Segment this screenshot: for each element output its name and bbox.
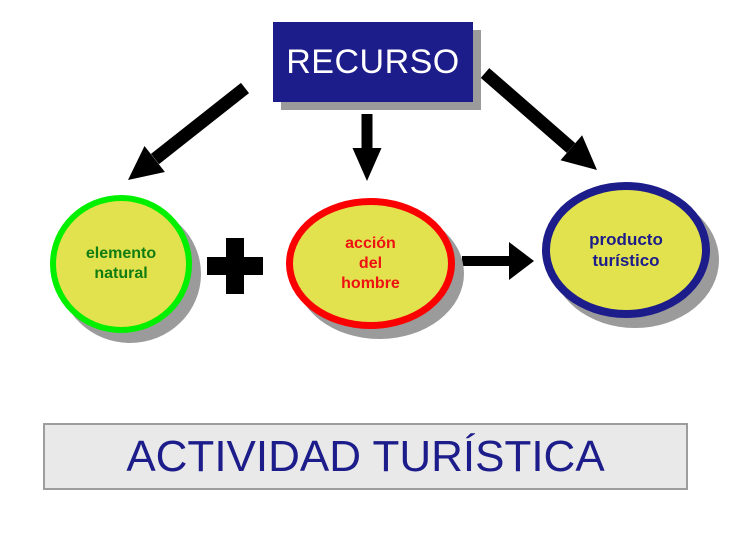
actividad-turistica-banner: ACTIVIDAD TURÍSTICA bbox=[43, 423, 688, 490]
arrow-down-icon bbox=[352, 114, 382, 181]
banner-label: ACTIVIDAD TURÍSTICA bbox=[126, 431, 605, 481]
arrow-right-icon bbox=[462, 242, 534, 280]
node-accion-del-hombre: acción del hombre bbox=[286, 198, 455, 329]
node-producto-turistico: producto turístico bbox=[542, 182, 710, 318]
elemento-natural-label: elemento natural bbox=[85, 245, 157, 282]
producto-turistico-label: producto turístico bbox=[589, 229, 663, 270]
node-recurso: RECURSO bbox=[273, 22, 473, 102]
node-elemento-natural: elemento natural bbox=[50, 195, 192, 333]
recurso-label: RECURSO bbox=[286, 42, 460, 81]
arrow-down-left-icon bbox=[128, 82, 250, 180]
plus-icon bbox=[207, 238, 263, 294]
plus-bar-vertical bbox=[226, 238, 244, 294]
accion-del-hombre-label: acción del hombre bbox=[341, 234, 400, 292]
arrow-down-right-icon bbox=[480, 68, 597, 170]
